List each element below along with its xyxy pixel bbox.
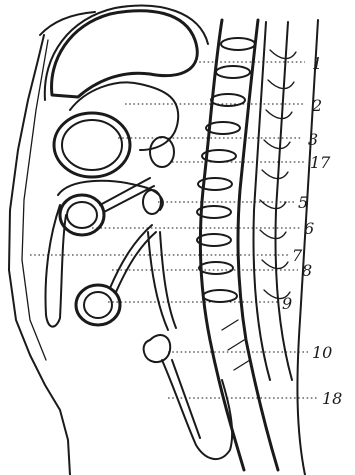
label-3: 3 [308, 130, 318, 149]
label-10: 10 [312, 343, 332, 362]
label-17: 17 [310, 153, 331, 172]
label-9: 9 [282, 294, 292, 313]
label-6: 6 [304, 219, 314, 238]
label-18: 18 [322, 389, 342, 408]
organ-17 [150, 137, 174, 167]
label-5: 5 [298, 193, 308, 212]
label-1: 1 [312, 54, 322, 73]
intestine-upper [58, 178, 163, 235]
intestine-lower [76, 225, 156, 325]
label-8: 8 [302, 261, 312, 280]
liver [45, 6, 208, 100]
bladder [144, 232, 176, 362]
stomach [70, 82, 178, 150]
vertebral-column [197, 20, 296, 470]
organ-3 [54, 113, 130, 177]
number-labels: 1 2 3 17 5 6 7 8 9 10 18 [282, 54, 342, 408]
label-2: 2 [311, 96, 322, 115]
rectum [162, 360, 232, 459]
